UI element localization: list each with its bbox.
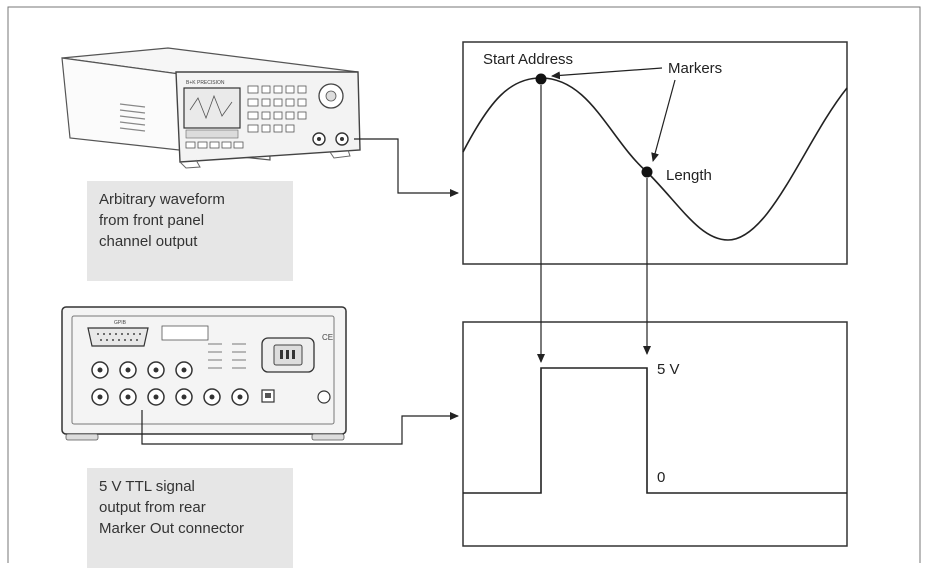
markers-pointer-length bbox=[651, 79, 676, 162]
start-address-marker bbox=[535, 73, 547, 85]
caption-line: Arbitrary waveform bbox=[99, 191, 225, 208]
level-high-label: 5 V bbox=[657, 361, 680, 378]
rear-ce-label: CE bbox=[322, 333, 333, 342]
caption-line: channel output bbox=[99, 233, 198, 250]
markers-pointer-start bbox=[551, 67, 663, 80]
front-brand-label: B+K PRECISION bbox=[186, 80, 225, 86]
length-marker bbox=[641, 166, 653, 178]
front-output-connector bbox=[354, 138, 459, 197]
gpib-connector bbox=[87, 327, 149, 347]
level-low-label: 0 bbox=[657, 469, 665, 486]
caption-line: from front panel bbox=[99, 212, 205, 229]
pulse-panel bbox=[462, 321, 848, 547]
rear-panel-caption: 5 V TTL signal output from rear Marker O… bbox=[87, 468, 293, 568]
rear-panel-device: GPIB CE bbox=[61, 306, 347, 441]
front-keypad bbox=[247, 85, 307, 133]
front-panel-device: B+K PRECISION bbox=[61, 47, 361, 169]
caption-line: Marker Out connector bbox=[99, 520, 245, 537]
start-address-label: Start Address bbox=[483, 51, 573, 68]
caption-line: output from rear bbox=[99, 499, 206, 516]
rear-output-connector bbox=[141, 410, 459, 445]
rear-gpib-label: GPIB bbox=[114, 320, 127, 326]
caption-line: 5 V TTL signal bbox=[99, 478, 195, 495]
ttl-pulse bbox=[463, 367, 847, 494]
length-label: Length bbox=[666, 167, 712, 184]
front-display bbox=[183, 87, 241, 129]
vent-slots bbox=[119, 103, 146, 132]
front-softkeys bbox=[185, 141, 244, 149]
outer-frame bbox=[7, 6, 921, 563]
markers-label: Markers bbox=[668, 60, 722, 77]
front-panel-caption: Arbitrary waveform from front panel chan… bbox=[87, 181, 293, 281]
